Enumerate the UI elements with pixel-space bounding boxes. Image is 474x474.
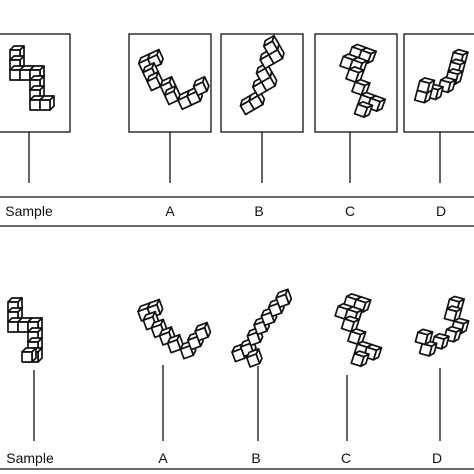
row2-option-c-figure [334, 291, 383, 369]
row1-label-b: B [254, 203, 263, 219]
row2-label-sample: Sample [6, 450, 54, 466]
row1-label-c: C [345, 203, 355, 219]
row-1: Sample A B C D [0, 33, 474, 227]
row2-label-d: D [432, 450, 442, 466]
row2-label-c: C [341, 450, 351, 466]
row1-option-d-frame [403, 33, 474, 133]
row1-sample-panel [0, 33, 71, 133]
row1-option-c-figure [339, 42, 387, 120]
row1-option-b-figure [237, 34, 287, 116]
row2-label-b: B [251, 450, 260, 466]
row1-option-d-figure [413, 47, 469, 105]
row2-option-b-figure [229, 288, 294, 368]
row1-option-b-panel [220, 33, 304, 133]
row1-option-a-figure [136, 48, 212, 111]
row1-option-d-panel [403, 33, 474, 133]
row1-sample-figure [9, 45, 55, 111]
row1-option-c-frame [314, 33, 398, 133]
row2-sample-figure [7, 297, 43, 363]
row1-label-sample: Sample [5, 203, 53, 219]
row2-option-a-figure [135, 298, 213, 360]
row2-label-a: A [158, 450, 168, 466]
row1-label-a: A [165, 203, 175, 219]
row1-label-d: D [436, 203, 446, 219]
row-2: Sample A B C D [0, 288, 474, 470]
row1-sample-frame [0, 33, 71, 133]
row2-option-d-figure [414, 294, 470, 358]
row1-option-a-panel [128, 33, 212, 133]
row1-option-c-panel [314, 33, 398, 133]
